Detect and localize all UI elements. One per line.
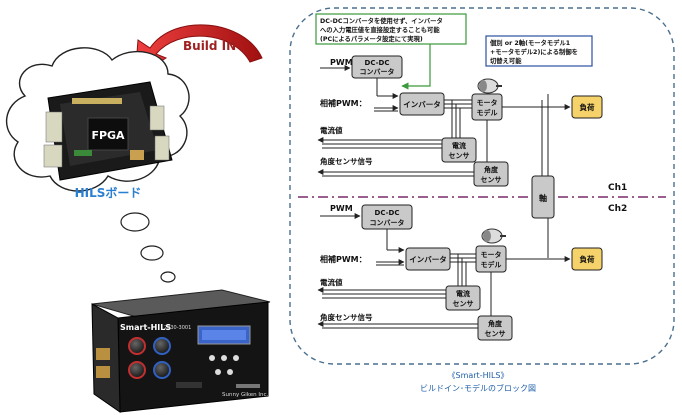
callout-switch-note (485, 35, 593, 67)
ch2-group: PWM DC-DC コンバータ 相補PWM： インバータ モータ モデル (317, 204, 603, 341)
callout-switch-line: 切替え可能 (490, 56, 522, 65)
ch1-angle-sensor-block (473, 161, 509, 187)
ch1-angle-sensor-line: センサ (481, 176, 502, 184)
device-knob (153, 337, 171, 355)
smart-hils-device (91, 289, 271, 413)
ch1-dcdc-line: コンバータ (360, 67, 395, 76)
callout-switch-line: 個別 or 2軸(モータモデル1 (489, 38, 570, 47)
ch2-dcdc-line: コンバータ (370, 218, 405, 227)
device-knob (153, 361, 171, 379)
callout-dcdc-leader (401, 44, 431, 90)
device-brand: Sunny Giken Inc. (222, 392, 268, 398)
ch1-current-value-label: 電流値 (320, 125, 343, 135)
ch2-dcdc-line: DC-DC (375, 209, 400, 217)
ch2-angle-sensor-line: センサ (485, 330, 506, 338)
hils-board-image (43, 81, 173, 181)
ch1-inverter-label: インバータ (403, 99, 441, 109)
ch2-pwm-label: PWM (330, 204, 353, 213)
callout-dcdc-line: DC-DCコンバータを使用せず、インバータ (320, 16, 443, 25)
ch1-current-sensor-block (441, 137, 477, 163)
ch1-load-block (571, 95, 603, 119)
ch1-load-label: 負荷 (580, 102, 595, 112)
shaft-block (531, 175, 555, 219)
callout-dcdc-line: への入力電圧値を直接設定することも可能 (320, 25, 440, 34)
device-name: Smart-HILS (120, 323, 171, 332)
ch2-inverter-label: インバータ (409, 254, 447, 264)
fpga-label: FPGA (91, 129, 125, 142)
ch1-angle-sensor-line: 角度 (484, 165, 499, 174)
ch1-angle-signal-label: 角度センサ信号 (320, 156, 373, 166)
build-in-label: Build IN (183, 39, 236, 53)
ch1-dcdc-line: DC-DC (365, 59, 390, 67)
ch2-motor-line: モデル (481, 260, 502, 269)
ch2-motor-icon (481, 228, 506, 244)
ch2-load-label: 負荷 (580, 254, 595, 264)
ch1-label: Ch1 (608, 183, 627, 193)
ch2-label: Ch2 (608, 204, 627, 214)
shaft-label: 軸 (539, 193, 547, 203)
ch2-angle-sensor-line: 角度 (488, 319, 503, 328)
callout-dcdc-line: (PCによるパラメータ設定にて実現) (320, 34, 423, 43)
ch2-current-sensor-line: センサ (453, 300, 474, 308)
device-knob (128, 361, 146, 379)
ch1-motor-icon (477, 78, 502, 94)
hils-board-caption: HILSボード (75, 185, 142, 200)
ch2-current-sensor-line: 電流 (456, 289, 470, 298)
ch1-compl-pwm-label: 相補PWM： (320, 98, 367, 108)
ch2-load-block (571, 247, 603, 271)
device-knob (128, 337, 146, 355)
device-model: 2030-3001 (164, 325, 191, 331)
block-diagram-frame (289, 7, 675, 365)
callout-switch-line: +モータモデル2)による制御を (490, 47, 578, 56)
diagram-caption-title: 《Smart-HILS》 (448, 371, 509, 380)
diagram-caption-subtitle: ビルドイン･モデルのブロック図 (420, 383, 536, 393)
ch1-current-sensor-line: 電流 (452, 141, 466, 150)
ch1-motor-line: モデル (477, 108, 498, 117)
ch1-current-sensor-line: センサ (449, 152, 470, 160)
ch1-pwm-label: PWM (330, 58, 353, 67)
ch1-motor-line: モータ (477, 98, 498, 107)
callout-dcdc-note (315, 13, 467, 45)
ch2-inverter-block (405, 247, 451, 271)
ch2-compl-pwm-label: 相補PWM： (320, 254, 367, 264)
ch2-current-value-label: 電流値 (320, 277, 343, 287)
ch2-angle-signal-label: 角度センサ信号 (320, 312, 373, 322)
ch2-motor-line: モータ (481, 250, 502, 259)
ch1-group: PWM DC-DC コンバータ 相補PWM： インバータ モータ モデル (317, 55, 603, 187)
